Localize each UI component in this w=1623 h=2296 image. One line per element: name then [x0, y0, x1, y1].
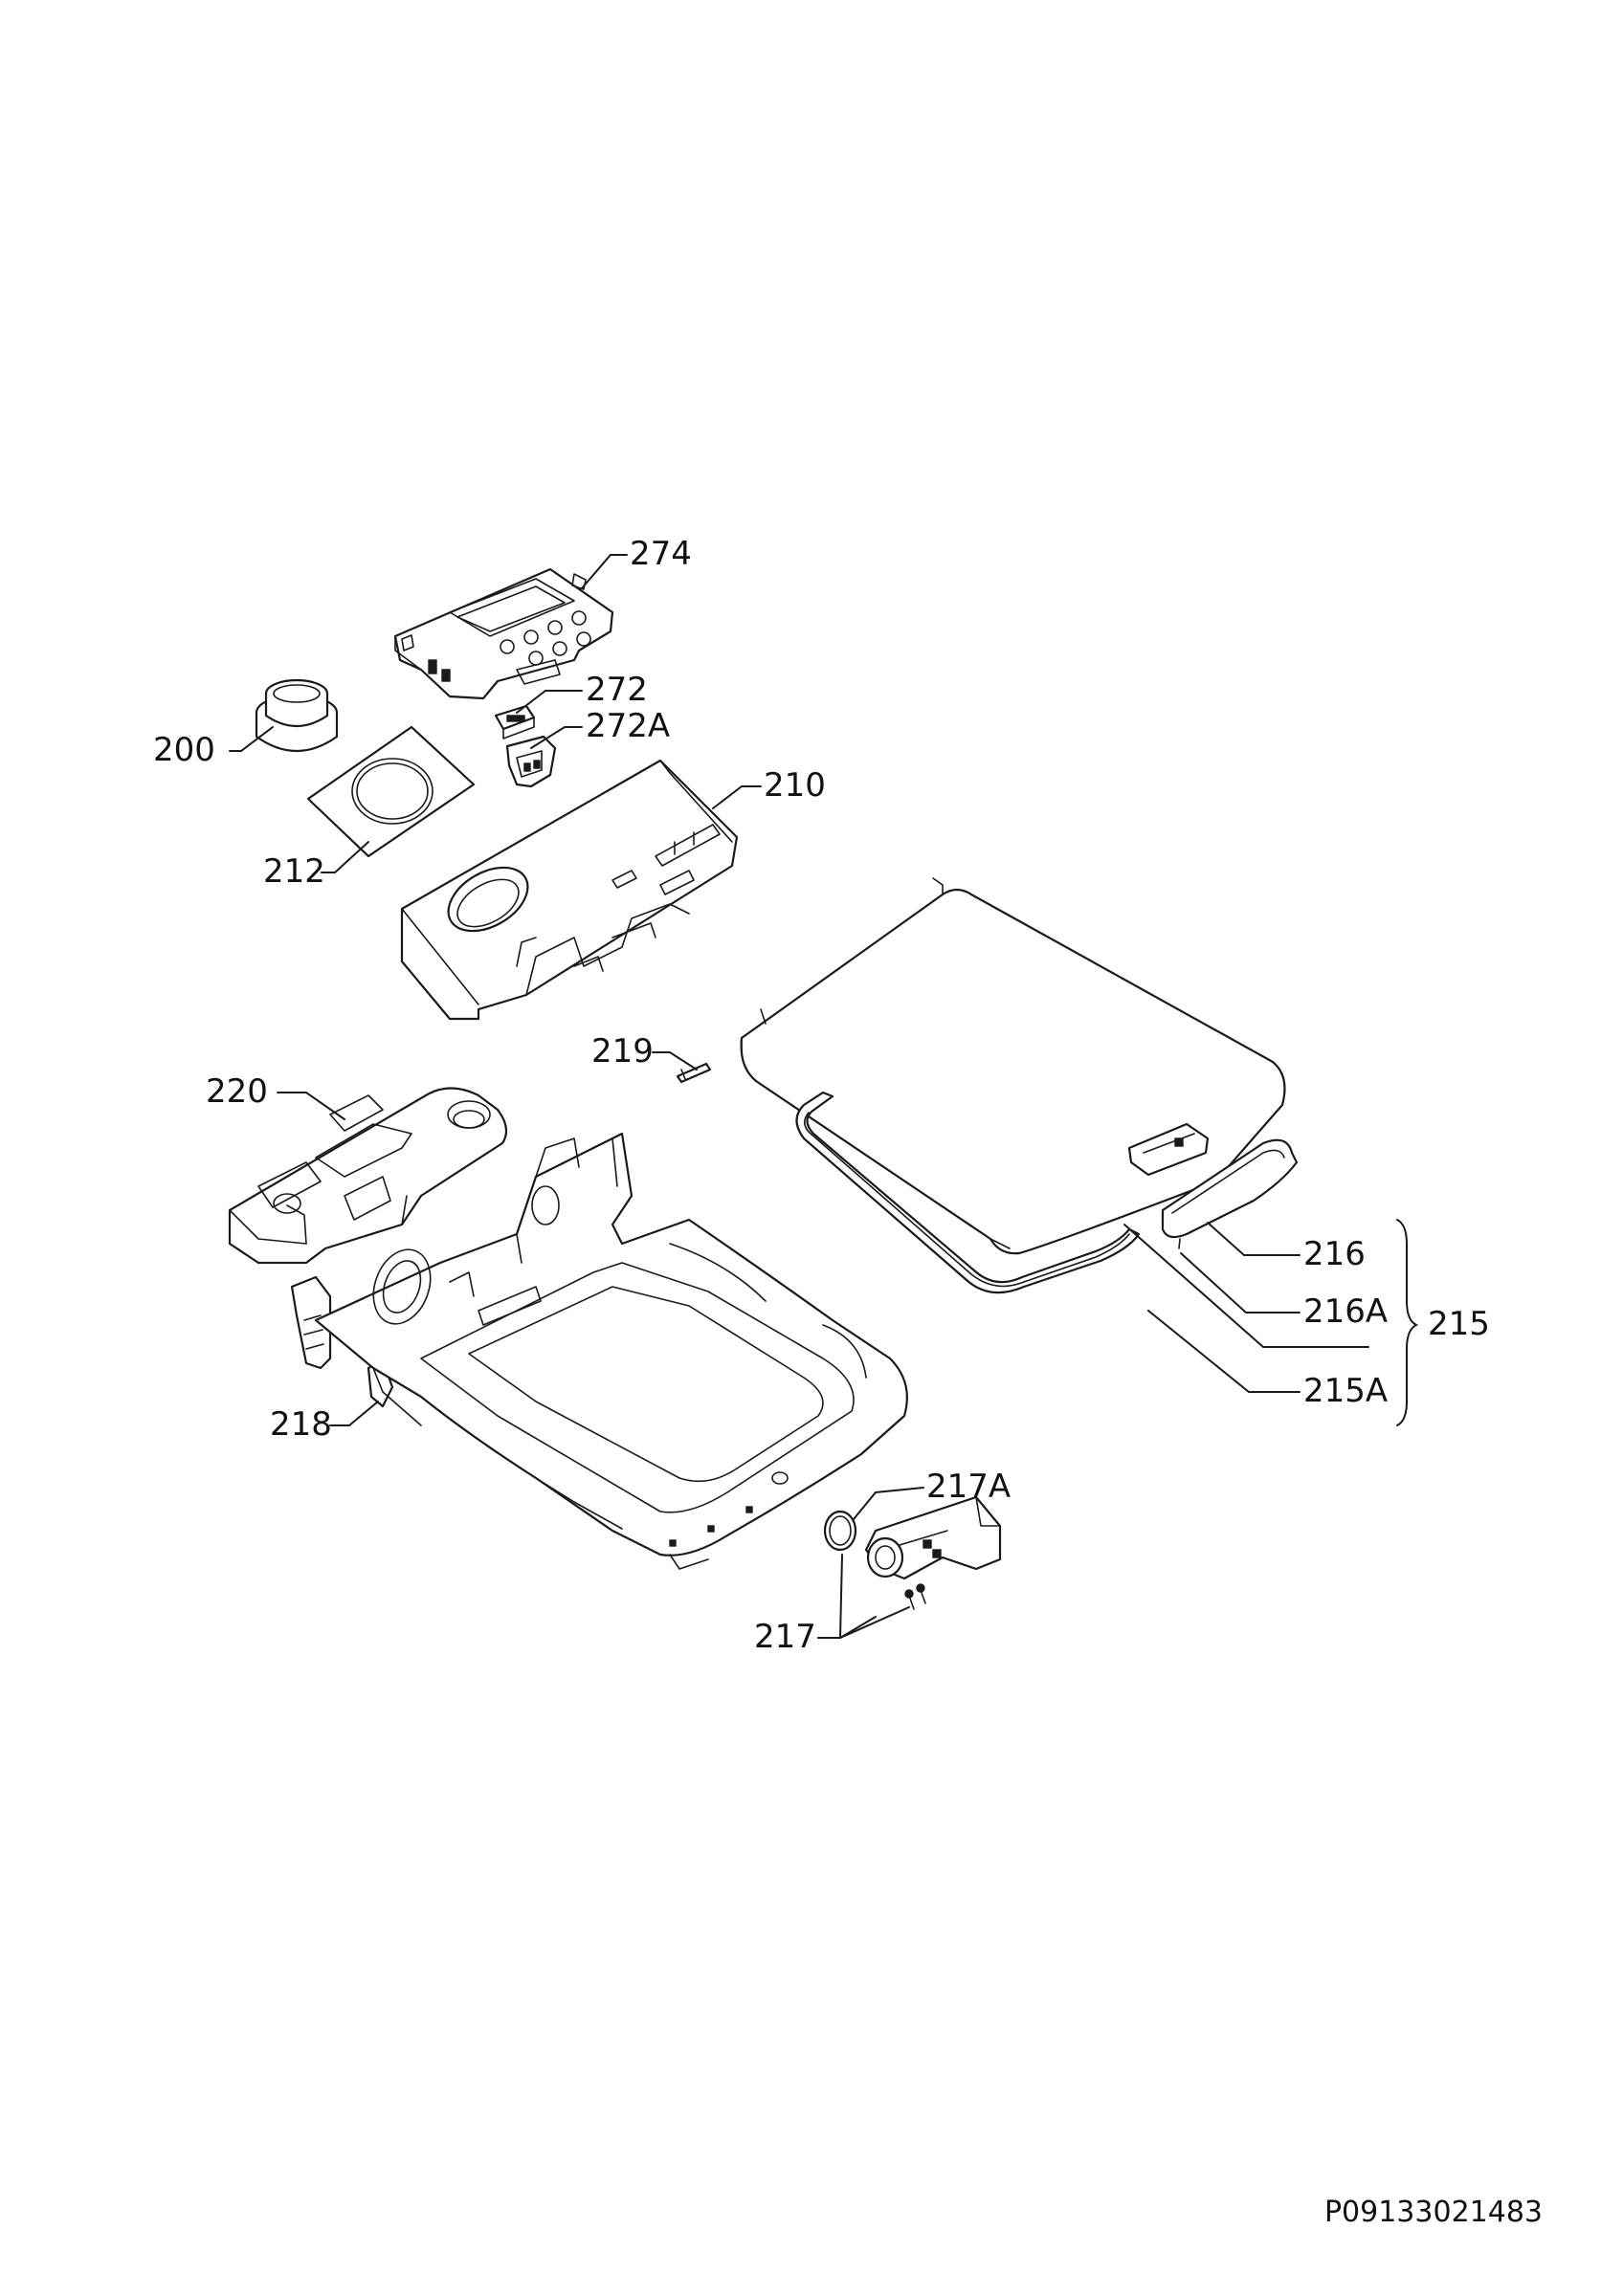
- label-216: 216: [1303, 1235, 1366, 1273]
- part-217A-o-ring[interactable]: [823, 1510, 857, 1552]
- leader-216: [1207, 1222, 1301, 1256]
- label-274: 274: [630, 535, 692, 573]
- leader-220: [277, 1092, 345, 1120]
- label-272: 272: [586, 671, 648, 709]
- part-274-control-board[interactable]: [393, 567, 614, 700]
- label-215: 215: [1428, 1305, 1490, 1343]
- label-210: 210: [764, 766, 826, 805]
- leader-217A: [853, 1487, 924, 1520]
- part-top-frame[interactable]: [314, 1132, 908, 1570]
- label-217: 217: [754, 1618, 816, 1656]
- leader-218: [329, 1401, 379, 1426]
- leader-217-b: [839, 1554, 843, 1639]
- label-215A: 215A: [1303, 1372, 1388, 1410]
- part-212-sheet-gasket[interactable]: [306, 725, 476, 858]
- part-272-connector[interactable]: [494, 704, 536, 740]
- part-210-control-panel[interactable]: [400, 759, 739, 1021]
- leader-217-c: [839, 1606, 910, 1639]
- part-272A-connector-cover[interactable]: [505, 735, 557, 788]
- leader-215A: [1147, 1310, 1301, 1393]
- label-200: 200: [153, 731, 215, 769]
- leader-212: [321, 841, 369, 873]
- part-215-lid[interactable]: [740, 877, 1286, 1255]
- part-220-dispenser-drawer[interactable]: [228, 1087, 508, 1265]
- label-212: 212: [263, 852, 325, 891]
- label-218: 218: [270, 1405, 332, 1444]
- leader-215-line-a: [1123, 1224, 1369, 1348]
- leader-219: [652, 1051, 698, 1071]
- part-219-pin[interactable]: [676, 1062, 712, 1084]
- label-217A: 217A: [926, 1468, 1011, 1506]
- leader-272: [516, 690, 583, 714]
- drawing-code: P09133021483: [1324, 2196, 1543, 2229]
- leader-272A: [530, 726, 583, 749]
- part-200-knob[interactable]: [255, 678, 339, 753]
- label-216A: 216A: [1303, 1292, 1388, 1331]
- leader-274: [581, 554, 628, 589]
- leader-216A: [1180, 1252, 1301, 1314]
- part-217-lock-assembly[interactable]: [864, 1495, 1002, 1610]
- leader-200: [229, 726, 274, 752]
- label-219: 219: [591, 1032, 654, 1071]
- brace-215: [1396, 1219, 1419, 1426]
- part-216A-spring[interactable]: [1178, 1238, 1181, 1249]
- label-220: 220: [206, 1072, 268, 1111]
- leader-210: [712, 785, 762, 809]
- label-272A: 272A: [586, 707, 670, 745]
- part-216-handle[interactable]: [1161, 1138, 1299, 1239]
- leader-lines: [229, 554, 1419, 1639]
